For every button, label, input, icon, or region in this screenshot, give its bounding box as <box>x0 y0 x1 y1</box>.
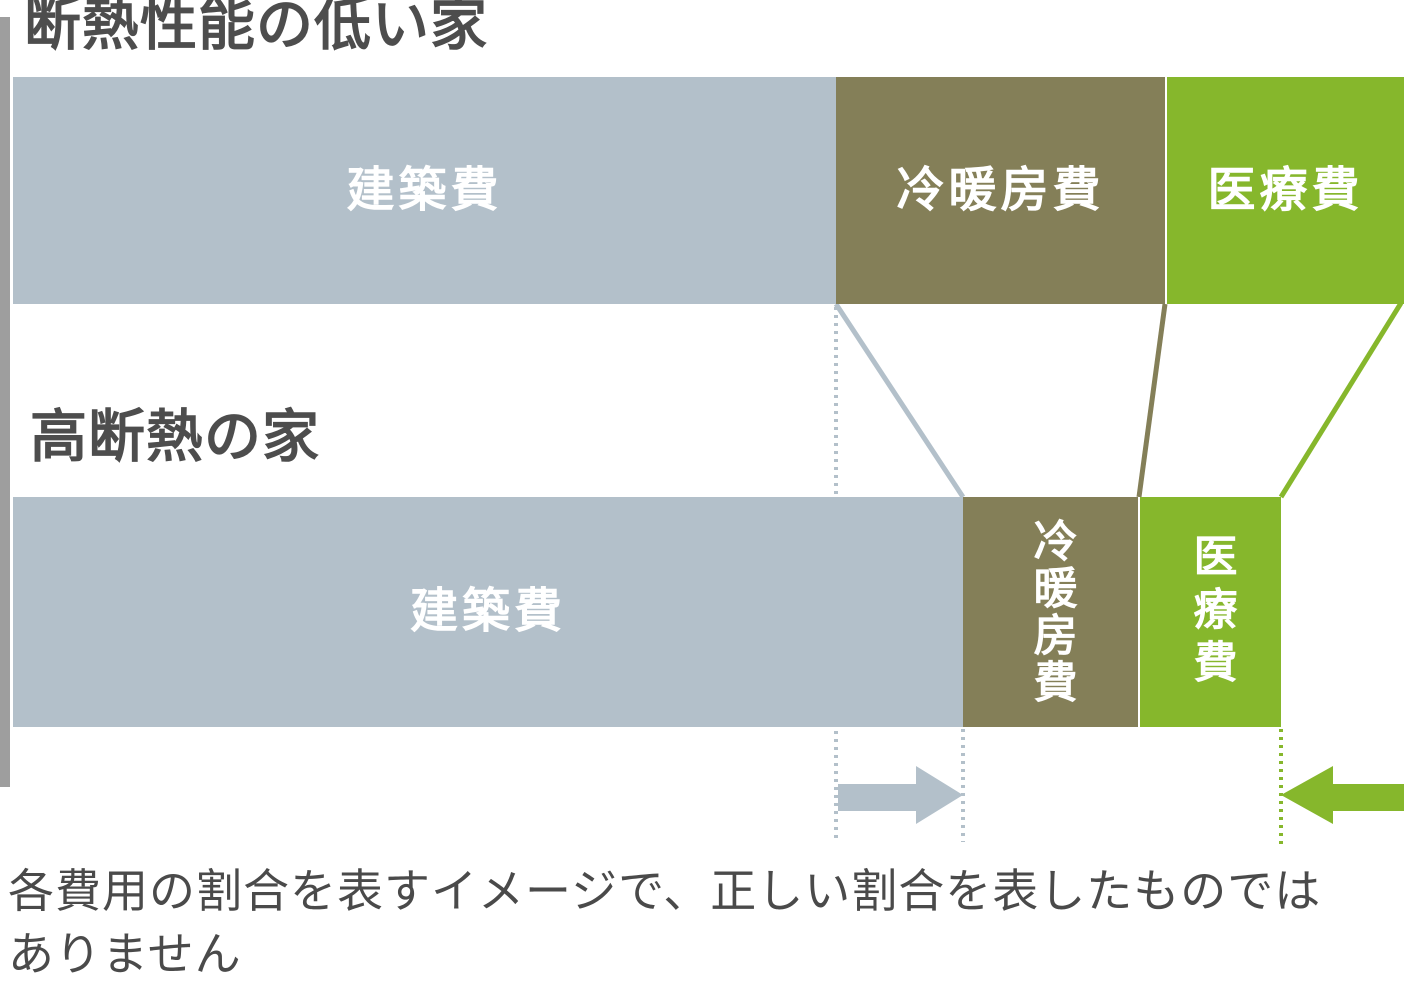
high-house-medical-label: 医療費 <box>1186 532 1236 692</box>
high-house-bar: 建築費 冷暖房費 医療費 <box>13 497 1281 727</box>
low-house-construction-label: 建築費 <box>346 163 503 217</box>
low-house-segment-construction: 建築費 <box>13 77 836 304</box>
high-house-segment-heating: 冷暖房費 <box>963 497 1138 727</box>
medical-boundary-line <box>1278 301 1404 499</box>
disclaimer-caption: 各費用の割合を表すイメージで、正しい割合を表したものではありません <box>8 860 1321 985</box>
low-house-bar: 建築費 冷暖房費 医療費 <box>13 77 1404 304</box>
low-house-medical-label: 医療費 <box>1207 163 1364 217</box>
high-house-heating-label: 冷暖房費 <box>1026 518 1076 706</box>
high-house-segment-medical: 医療費 <box>1138 497 1281 727</box>
construction-boundary-line <box>833 302 966 499</box>
low-house-title: 断熱性能の低い家 <box>24 0 488 57</box>
high-house-title: 高断熱の家 <box>30 405 320 469</box>
heating-boundary-line <box>1136 303 1168 498</box>
disclaimer-caption-line1: 各費用の割合を表すイメージで、正しい割合を表したものでは <box>8 865 1322 917</box>
total-decrease-arrow-icon <box>1281 766 1404 824</box>
low-house-segment-heating: 冷暖房費 <box>836 77 1165 304</box>
disclaimer-caption-line2: ありません <box>8 927 242 980</box>
high-house-segment-construction: 建築費 <box>13 497 963 727</box>
high-house-construction-label: 建築費 <box>409 585 566 638</box>
construction-increase-arrow-icon <box>838 766 963 824</box>
low-house-heating-label: 冷暖房費 <box>896 163 1105 217</box>
left-accent-stripe <box>0 17 10 787</box>
low-house-segment-medical: 医療費 <box>1165 77 1404 304</box>
